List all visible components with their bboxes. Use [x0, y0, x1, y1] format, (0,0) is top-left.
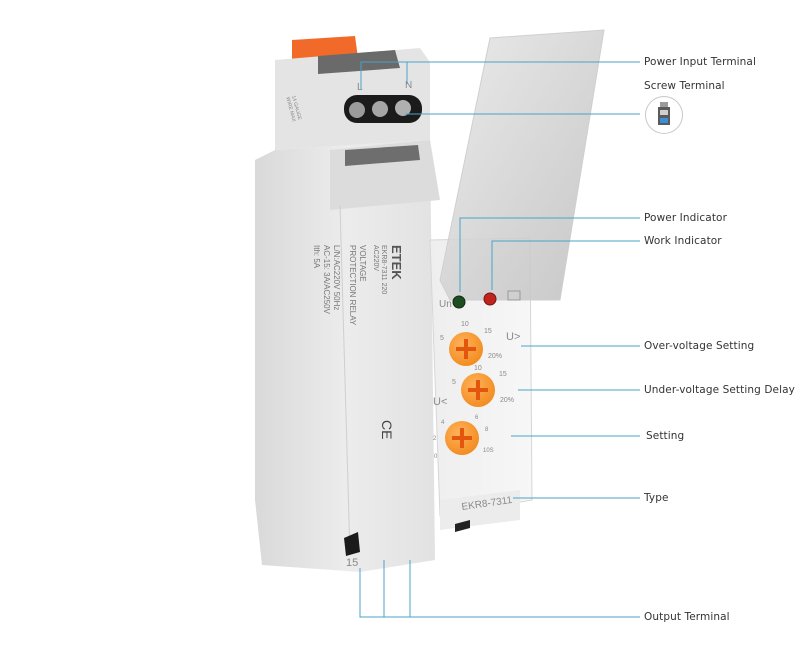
- title-line-1: VOLTAGE: [358, 245, 367, 282]
- screw-1: [349, 102, 365, 118]
- relay-body: [255, 140, 435, 572]
- transparent-cover: [439, 29, 605, 301]
- callout-line-output-1: [359, 568, 640, 618]
- body-seam: [339, 204, 351, 556]
- panel-bottom: [440, 490, 520, 530]
- label-type: Type: [644, 492, 669, 504]
- dial3-tick-4: 8: [485, 427, 489, 433]
- screw-3: [395, 100, 411, 116]
- dial1-tick-1: 10: [461, 321, 469, 328]
- dial3-tick-1: 2: [433, 436, 437, 442]
- terminal-15-label: 15: [346, 557, 358, 569]
- top-wire-slot: [318, 50, 400, 74]
- dial2-tick-2: 15: [499, 371, 507, 378]
- second-slot: [345, 145, 420, 166]
- brand-logo: ETEK: [389, 245, 404, 280]
- label-output-terminal: Output Terminal: [644, 611, 730, 623]
- supply-voltage: AC220V: [372, 245, 379, 271]
- callout-lines: [359, 61, 640, 618]
- power-led: [452, 295, 466, 309]
- label-power-indicator: Power Indicator: [644, 212, 727, 224]
- dial1-tick-0: 5: [440, 335, 444, 342]
- label-power-input-terminal: Power Input Terminal: [644, 56, 756, 68]
- model-code: EKR8-7311 220: [380, 245, 387, 294]
- terminal-n-label: N: [405, 80, 412, 91]
- label-work-indicator: Work Indicator: [644, 235, 722, 247]
- panel-latch: [455, 520, 470, 532]
- dial1-tick-3: 20%: [488, 353, 502, 360]
- spec-line-2: AC-15: 3A/AC250V: [322, 245, 331, 315]
- dial3-tick-2: 4: [441, 420, 445, 426]
- label-setting: Setting: [646, 430, 685, 442]
- screw-2: [372, 101, 388, 117]
- dial3-tick-0: 0: [434, 454, 438, 460]
- dial-cross-icon: [456, 339, 476, 359]
- dial-cross-icon: [468, 380, 488, 400]
- terminal-l-label: L: [357, 82, 363, 93]
- dial2-tick-0: 5: [452, 379, 456, 386]
- dial-cross-icon: [452, 428, 472, 448]
- dial1-tick-2: 15: [484, 328, 492, 335]
- label-over-voltage-setting: Over-voltage Setting: [644, 340, 755, 352]
- dial2-tick-1: 10: [474, 365, 482, 372]
- over-voltage-symbol: U>: [506, 331, 520, 343]
- screw-terminal-icon: [645, 96, 683, 134]
- dial3-tick-5: 10S: [483, 448, 494, 454]
- side-label-group: ETEK EKR8-7311 220 AC220V VOLTAGE PROTEC…: [312, 245, 404, 439]
- work-led: [483, 292, 497, 306]
- spec-line-3: Ith: 5A: [312, 245, 321, 269]
- callout-line-power-indicator: [459, 217, 640, 292]
- dial3-tick-3: 6: [475, 415, 479, 421]
- relay-symbol-icon: [507, 290, 521, 301]
- dial2-tick-3: 20%: [500, 397, 514, 404]
- callout-line-work-indicator: [491, 240, 640, 290]
- un-label: Un: [439, 299, 452, 310]
- callout-line-power-input: [360, 61, 640, 90]
- bottom-terminal-hole: [344, 532, 360, 556]
- title-line-2: PROTECTION RELAY: [348, 245, 357, 326]
- under-voltage-symbol: U<: [433, 396, 447, 408]
- label-screw-terminal: Screw Terminal: [644, 80, 725, 92]
- label-under-voltage-setting-delay: Under-voltage Setting Delay: [644, 384, 795, 396]
- ce-mark: CE: [379, 420, 395, 439]
- spec-line-1: L/N:AC220V 50Hz: [332, 245, 341, 310]
